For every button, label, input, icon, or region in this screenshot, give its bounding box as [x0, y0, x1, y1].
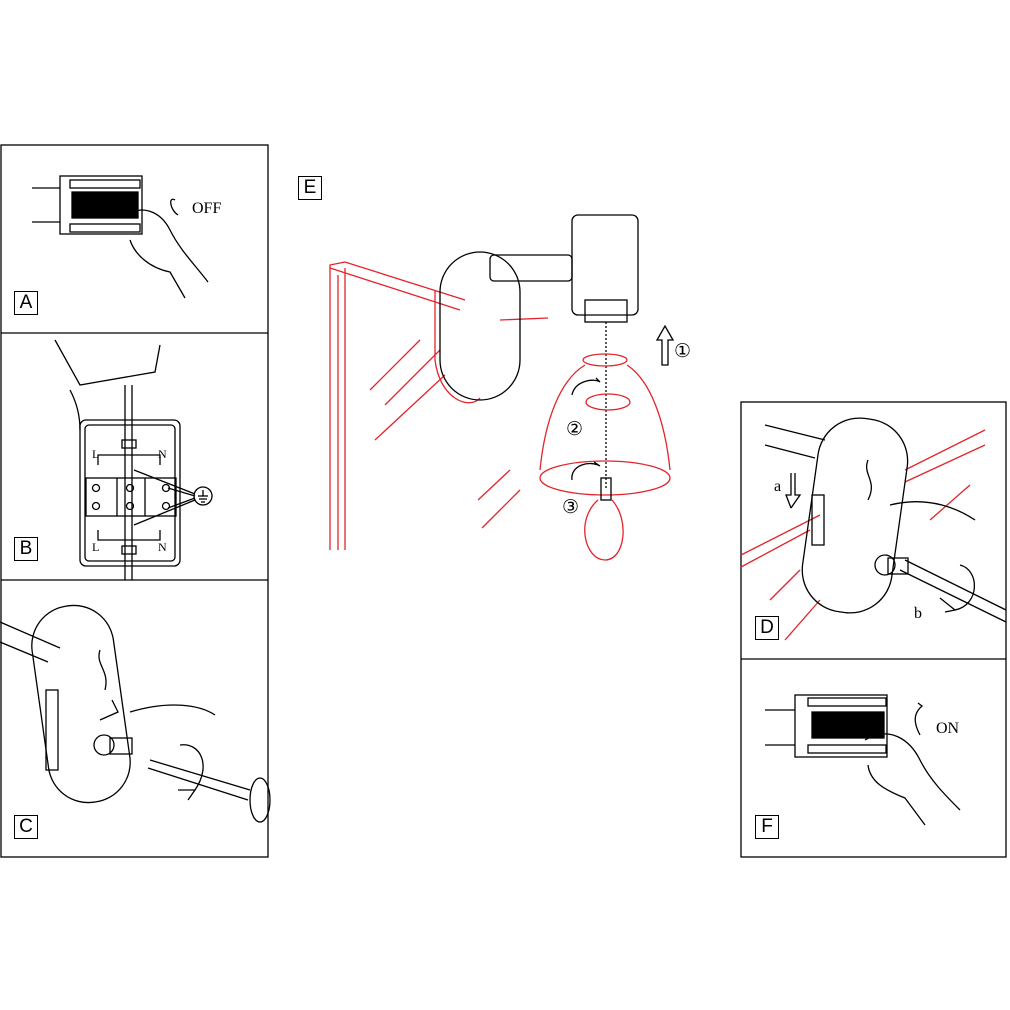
panel-label-b: B [14, 537, 38, 561]
terminal-l-top: L [92, 447, 100, 461]
panel-frames [0, 144, 1007, 858]
step-1-marker: ① [674, 340, 692, 362]
terminal-n-top: N [158, 447, 167, 461]
on-text: ON [936, 720, 960, 737]
terminal-l-bottom: L [92, 540, 100, 554]
lamp-fixture [439, 214, 675, 490]
step-2-marker: ② [566, 418, 584, 440]
wall-plate-red-wall [740, 417, 1007, 641]
panel-label-d: D [755, 616, 779, 640]
junction-box [54, 339, 213, 580]
breaker-box-off [32, 175, 209, 299]
step-3-marker: ③ [562, 496, 580, 518]
off-text: OFF [192, 200, 222, 217]
wall-red [329, 261, 549, 550]
wall-plate-screwdriver [0, 604, 271, 823]
rotate-arrows [571, 377, 612, 501]
panel-label-e: E [298, 176, 322, 200]
terminal-n-bottom: N [158, 540, 167, 554]
panel-label-a: A [14, 291, 38, 315]
panel-label-f: F [755, 815, 779, 839]
panel-label-c: C [14, 815, 38, 839]
step-a-text: a [774, 478, 782, 495]
step-b-text: b [914, 605, 922, 622]
breaker-box-on [765, 694, 961, 826]
lampshade-red [539, 353, 671, 561]
